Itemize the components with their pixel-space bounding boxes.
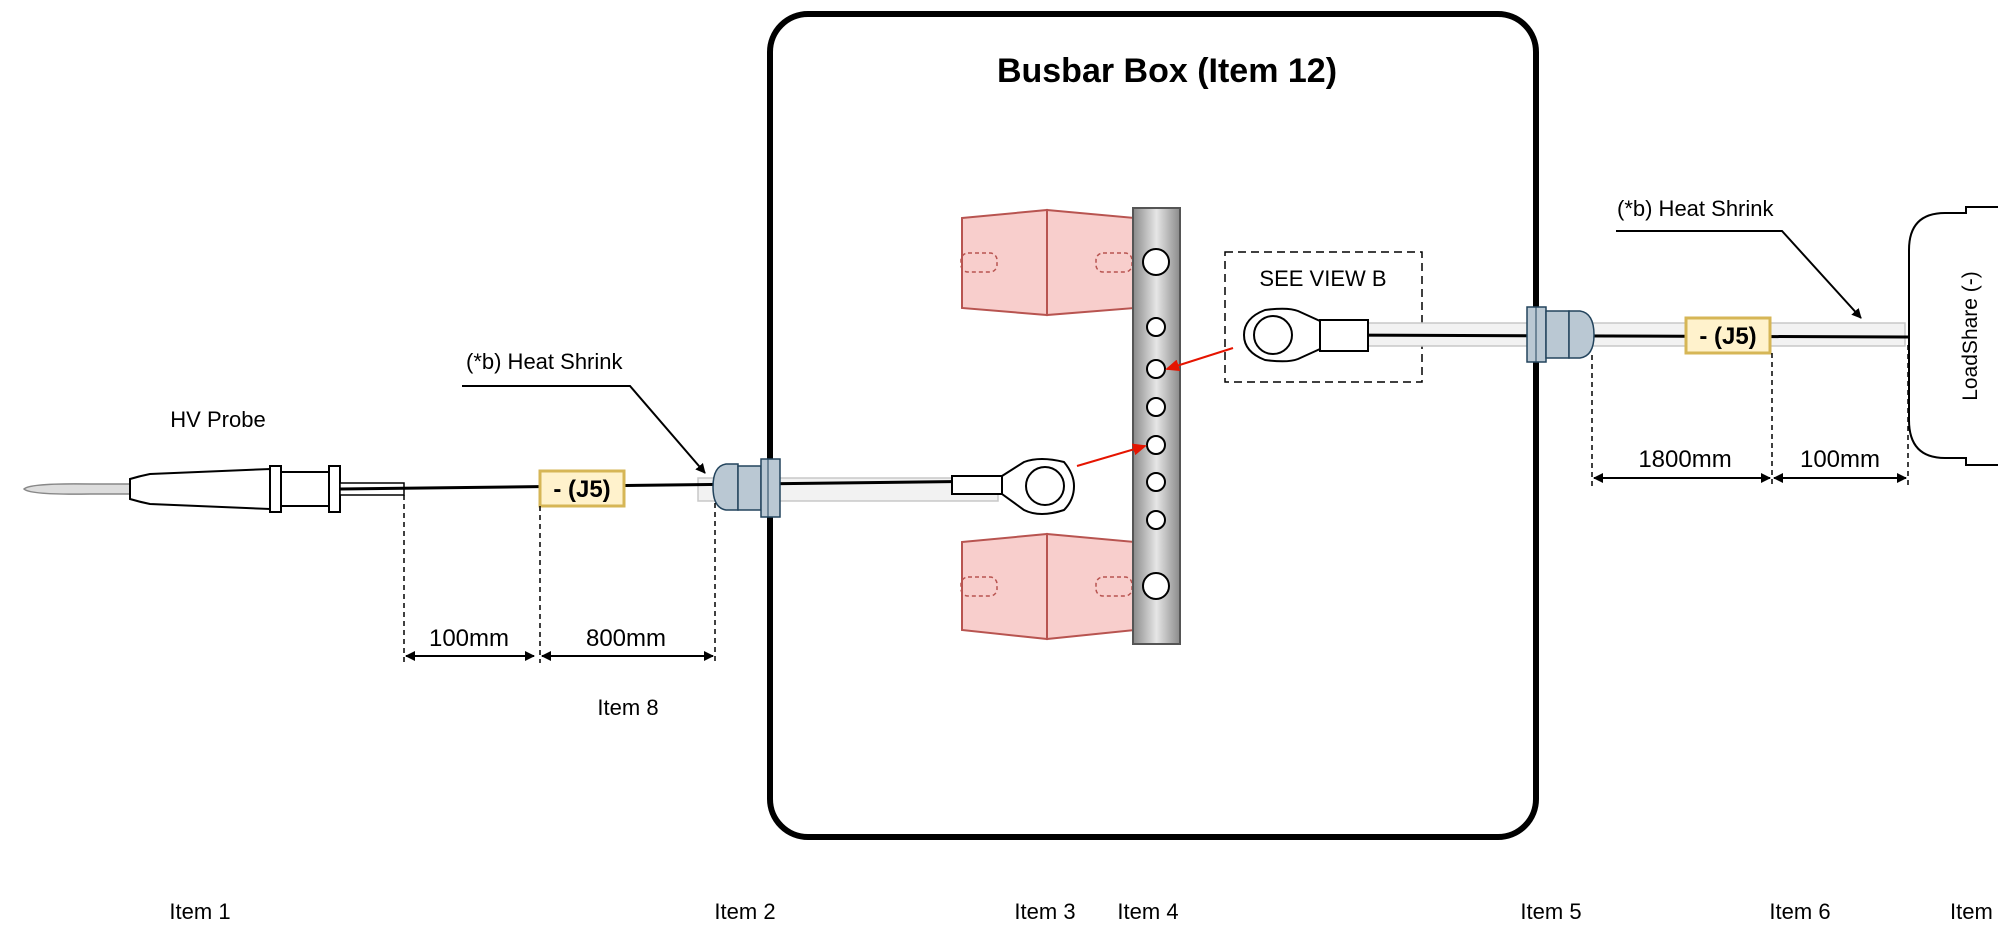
hv-probe xyxy=(22,465,405,513)
dim-label-1: 100mm xyxy=(429,625,509,652)
dim-label-4: 100mm xyxy=(1800,446,1880,473)
connection-arrow-right xyxy=(1165,347,1234,372)
cable-gland-left xyxy=(712,458,781,518)
loadshare-label: LoadShare (-) xyxy=(1959,271,1982,401)
connection-arrow-left xyxy=(1076,443,1147,467)
insulator-block-top xyxy=(960,208,1136,317)
tag-right: - (J5) xyxy=(1699,323,1756,350)
see-view-b-label: SEE VIEW B xyxy=(1259,266,1386,291)
dim-label-2: 800mm xyxy=(586,625,666,652)
item-label-4: Item 4 xyxy=(1117,899,1178,924)
view-b-box xyxy=(1224,251,1423,383)
insulator-block-bottom xyxy=(960,532,1136,641)
diagram-title: Busbar Box (Item 12) xyxy=(997,52,1337,90)
tag-right-box xyxy=(1684,316,1772,355)
item8-label: Item 8 xyxy=(597,695,658,720)
busbar xyxy=(1132,207,1181,645)
cable-right xyxy=(1317,333,1909,339)
loadshare-connector xyxy=(1908,206,1998,466)
cable-left xyxy=(339,479,1001,491)
item-label-2: Item 2 xyxy=(714,899,775,924)
item-label-7: Item xyxy=(1950,899,1993,924)
ring-lug-left xyxy=(951,458,1076,515)
item-label-5: Item 5 xyxy=(1520,899,1581,924)
tag-left: - (J5) xyxy=(553,476,610,503)
ring-lug-right xyxy=(1242,307,1369,363)
heat-shrink-right-label: (*b) Heat Shrink xyxy=(1617,196,1775,221)
heat-shrink-right-leader xyxy=(1616,230,1862,319)
dim-label-3: 1800mm xyxy=(1638,446,1731,473)
busbar-box xyxy=(767,11,1539,840)
item-label-6: Item 6 xyxy=(1769,899,1830,924)
item-label-3: Item 3 xyxy=(1014,899,1075,924)
item-label-1: Item 1 xyxy=(169,899,230,924)
heat-shrink-left-label: (*b) Heat Shrink xyxy=(466,349,624,374)
hv-probe-label: HV Probe xyxy=(170,407,265,432)
cable-gland-right xyxy=(1526,306,1595,363)
heat-shrink-left-leader xyxy=(462,385,706,474)
tag-left-box xyxy=(538,469,626,508)
dimension-extensions xyxy=(403,345,1909,663)
